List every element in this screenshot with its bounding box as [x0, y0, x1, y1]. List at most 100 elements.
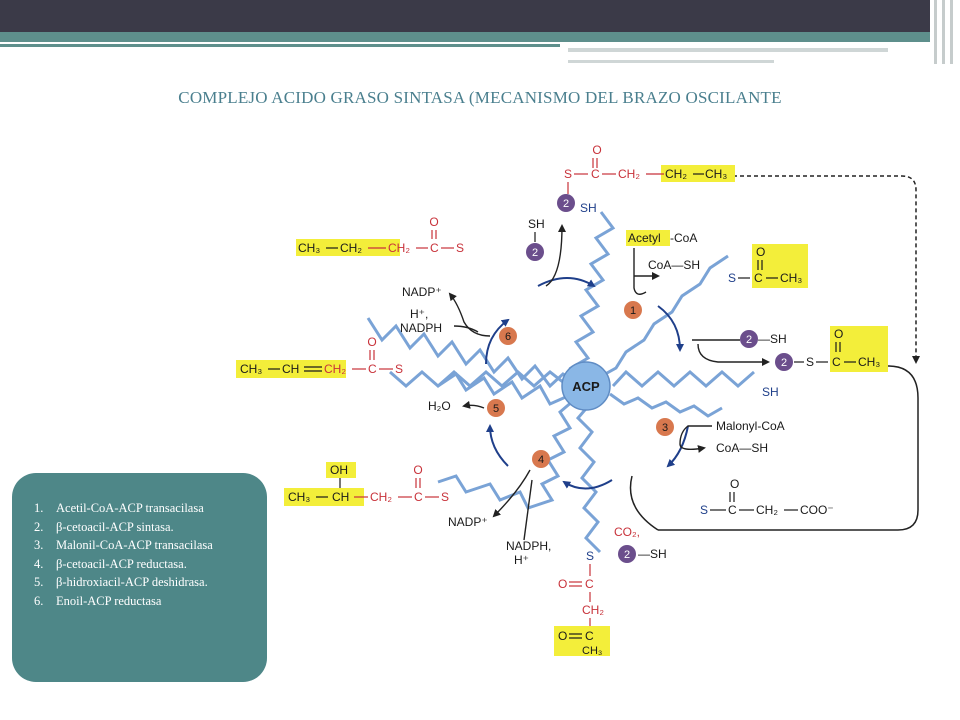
hydroxyacyl-group: OH CH₃ CH CH₂ C S O: [284, 462, 449, 506]
acetyl-coa-input: Acetyl -CoA CoA—SH: [626, 230, 700, 295]
svg-text:O: O: [429, 215, 438, 229]
svg-text:O: O: [730, 477, 739, 491]
enzyme-2-acetyl: [775, 353, 793, 371]
svg-text:CH: CH: [332, 490, 349, 504]
top-c: C: [591, 167, 600, 181]
legend-item: 5.β-hidroxiacil-ACP deshidrasa.: [34, 575, 208, 589]
svg-text:CoA—SH: CoA—SH: [648, 258, 700, 272]
top-band: [0, 32, 930, 42]
svg-text:O: O: [756, 245, 765, 259]
enzyme-2-right: [740, 330, 758, 348]
enzyme-5: [487, 399, 505, 417]
enzyme-sh-label: —SH: [758, 332, 787, 346]
nadph-bottom: NADPH,: [506, 539, 551, 553]
svg-text:CH₂: CH₂: [582, 603, 604, 617]
svg-text:CH₃: CH₃: [858, 355, 880, 369]
acetyl-transfer-arrow: [697, 343, 770, 366]
nadp-bottom: NADP⁺: [448, 515, 488, 529]
cycle-arrows: [485, 277, 689, 490]
enzyme-circles: 2 2 1 2 2 3 4 5 6 2: [487, 194, 793, 563]
svg-text:5: 5: [493, 403, 499, 415]
crotonyl-group: CH₃ CH CH₂ C S O: [236, 335, 403, 378]
arm-bottom: [575, 403, 602, 554]
acetyl-enzyme-group: S O C CH₃: [794, 326, 888, 372]
arm-right: [611, 369, 755, 388]
header-accent-bar: [934, 0, 937, 64]
slide-title: COMPLEJO ACIDO GRASO SINTASA (MECANISMO …: [178, 88, 782, 107]
svg-text:CH₃: CH₃: [288, 490, 310, 504]
acp-arms: [366, 211, 755, 554]
svg-text:S: S: [806, 355, 814, 369]
sh-release-arrow: [545, 224, 566, 287]
cycle-arrow-top-right: [657, 305, 684, 352]
svg-text:CH₂: CH₂: [756, 503, 778, 517]
cycle-arrow-bottom: [562, 479, 613, 490]
enzyme-2-top: [557, 194, 575, 212]
legend-item: 1.Acetil-CoA-ACP transacilasa: [34, 501, 204, 515]
arm-right-lower: [609, 392, 723, 418]
arm-top: [568, 211, 616, 384]
nadph-label: NADPH: [400, 321, 442, 335]
enzyme-3: [656, 418, 674, 436]
svg-text:O: O: [413, 463, 422, 477]
top-line: [0, 44, 560, 47]
top-ch3: CH₃: [705, 167, 727, 181]
svg-text:C: C: [585, 629, 594, 643]
bottom-acyl-group: S O C CH₂ O C CH₃: [554, 549, 610, 657]
svg-text:S: S: [728, 271, 736, 285]
h-bottom: H⁺: [514, 553, 529, 567]
svg-text:S: S: [441, 490, 449, 504]
svg-text:C: C: [754, 271, 763, 285]
right-sh-label: SH: [762, 385, 779, 399]
legend-item: 2.β-cetoacil-ACP sintasa.: [34, 519, 174, 534]
legend-item: 3.Malonil-CoA-ACP transacilasa: [34, 538, 213, 552]
svg-text:6: 6: [505, 331, 511, 343]
co2-sh-label: —SH: [638, 547, 667, 561]
header-accent-line: [568, 48, 888, 52]
header-accent-bar-2: [942, 0, 945, 64]
top-acyl-group: O S C CH₂ CH₂ CH₃: [564, 143, 735, 194]
top-s: S: [564, 167, 572, 181]
svg-text:4: 4: [538, 454, 544, 466]
top-bar: [0, 0, 930, 32]
svg-text:S: S: [586, 549, 594, 563]
header-accent-line-2: [568, 60, 774, 63]
arm-top-left: [366, 317, 579, 389]
svg-text:C: C: [414, 490, 423, 504]
co2-label: CO₂,: [614, 525, 640, 539]
arm-bottom-left: [437, 399, 574, 510]
svg-text:CH₃: CH₃: [582, 645, 602, 656]
enzyme-2-bottom: [618, 545, 636, 563]
svg-text:C: C: [832, 355, 841, 369]
svg-text:1: 1: [630, 305, 636, 317]
svg-text:Acetyl: Acetyl: [628, 231, 661, 245]
svg-text:-CoA: -CoA: [670, 231, 697, 245]
enzyme-6: [499, 327, 517, 345]
enzyme-legend: 1.Acetil-CoA-ACP transacilasa 2.β-cetoac…: [12, 473, 267, 682]
svg-text:S: S: [700, 503, 708, 517]
svg-text:2: 2: [781, 357, 787, 369]
cycle-arrow-left: [486, 424, 509, 467]
top-sh-label: SH: [580, 201, 597, 215]
svg-text:Malonyl-CoA: Malonyl-CoA: [716, 419, 785, 433]
butyryl-group: CH₃ CH₂ CH₂ C S O: [296, 215, 464, 256]
top-ch2: CH₂: [618, 167, 640, 181]
enzyme-4: [532, 450, 550, 468]
svg-text:OH: OH: [330, 463, 348, 477]
svg-text:S: S: [456, 241, 464, 255]
svg-text:CH₂: CH₂: [340, 241, 362, 255]
cycle-arrow-top-left: [485, 318, 510, 365]
svg-text:2: 2: [624, 549, 630, 561]
svg-text:S: S: [395, 362, 403, 376]
acp-hub: [561, 361, 611, 411]
acp-label: ACP: [572, 379, 600, 394]
svg-text:O: O: [558, 577, 567, 591]
svg-text:CH₃: CH₃: [240, 362, 262, 376]
svg-text:CH₂: CH₂: [324, 362, 346, 376]
nadp-top: NADP⁺: [402, 285, 442, 299]
cycle-arrow-top: [537, 277, 596, 288]
svg-text:CoA—SH: CoA—SH: [716, 441, 768, 455]
acetyl-acp-group: S O C CH₃: [728, 244, 808, 288]
left-sh-label: SH: [528, 217, 545, 231]
svg-text:C: C: [430, 241, 439, 255]
